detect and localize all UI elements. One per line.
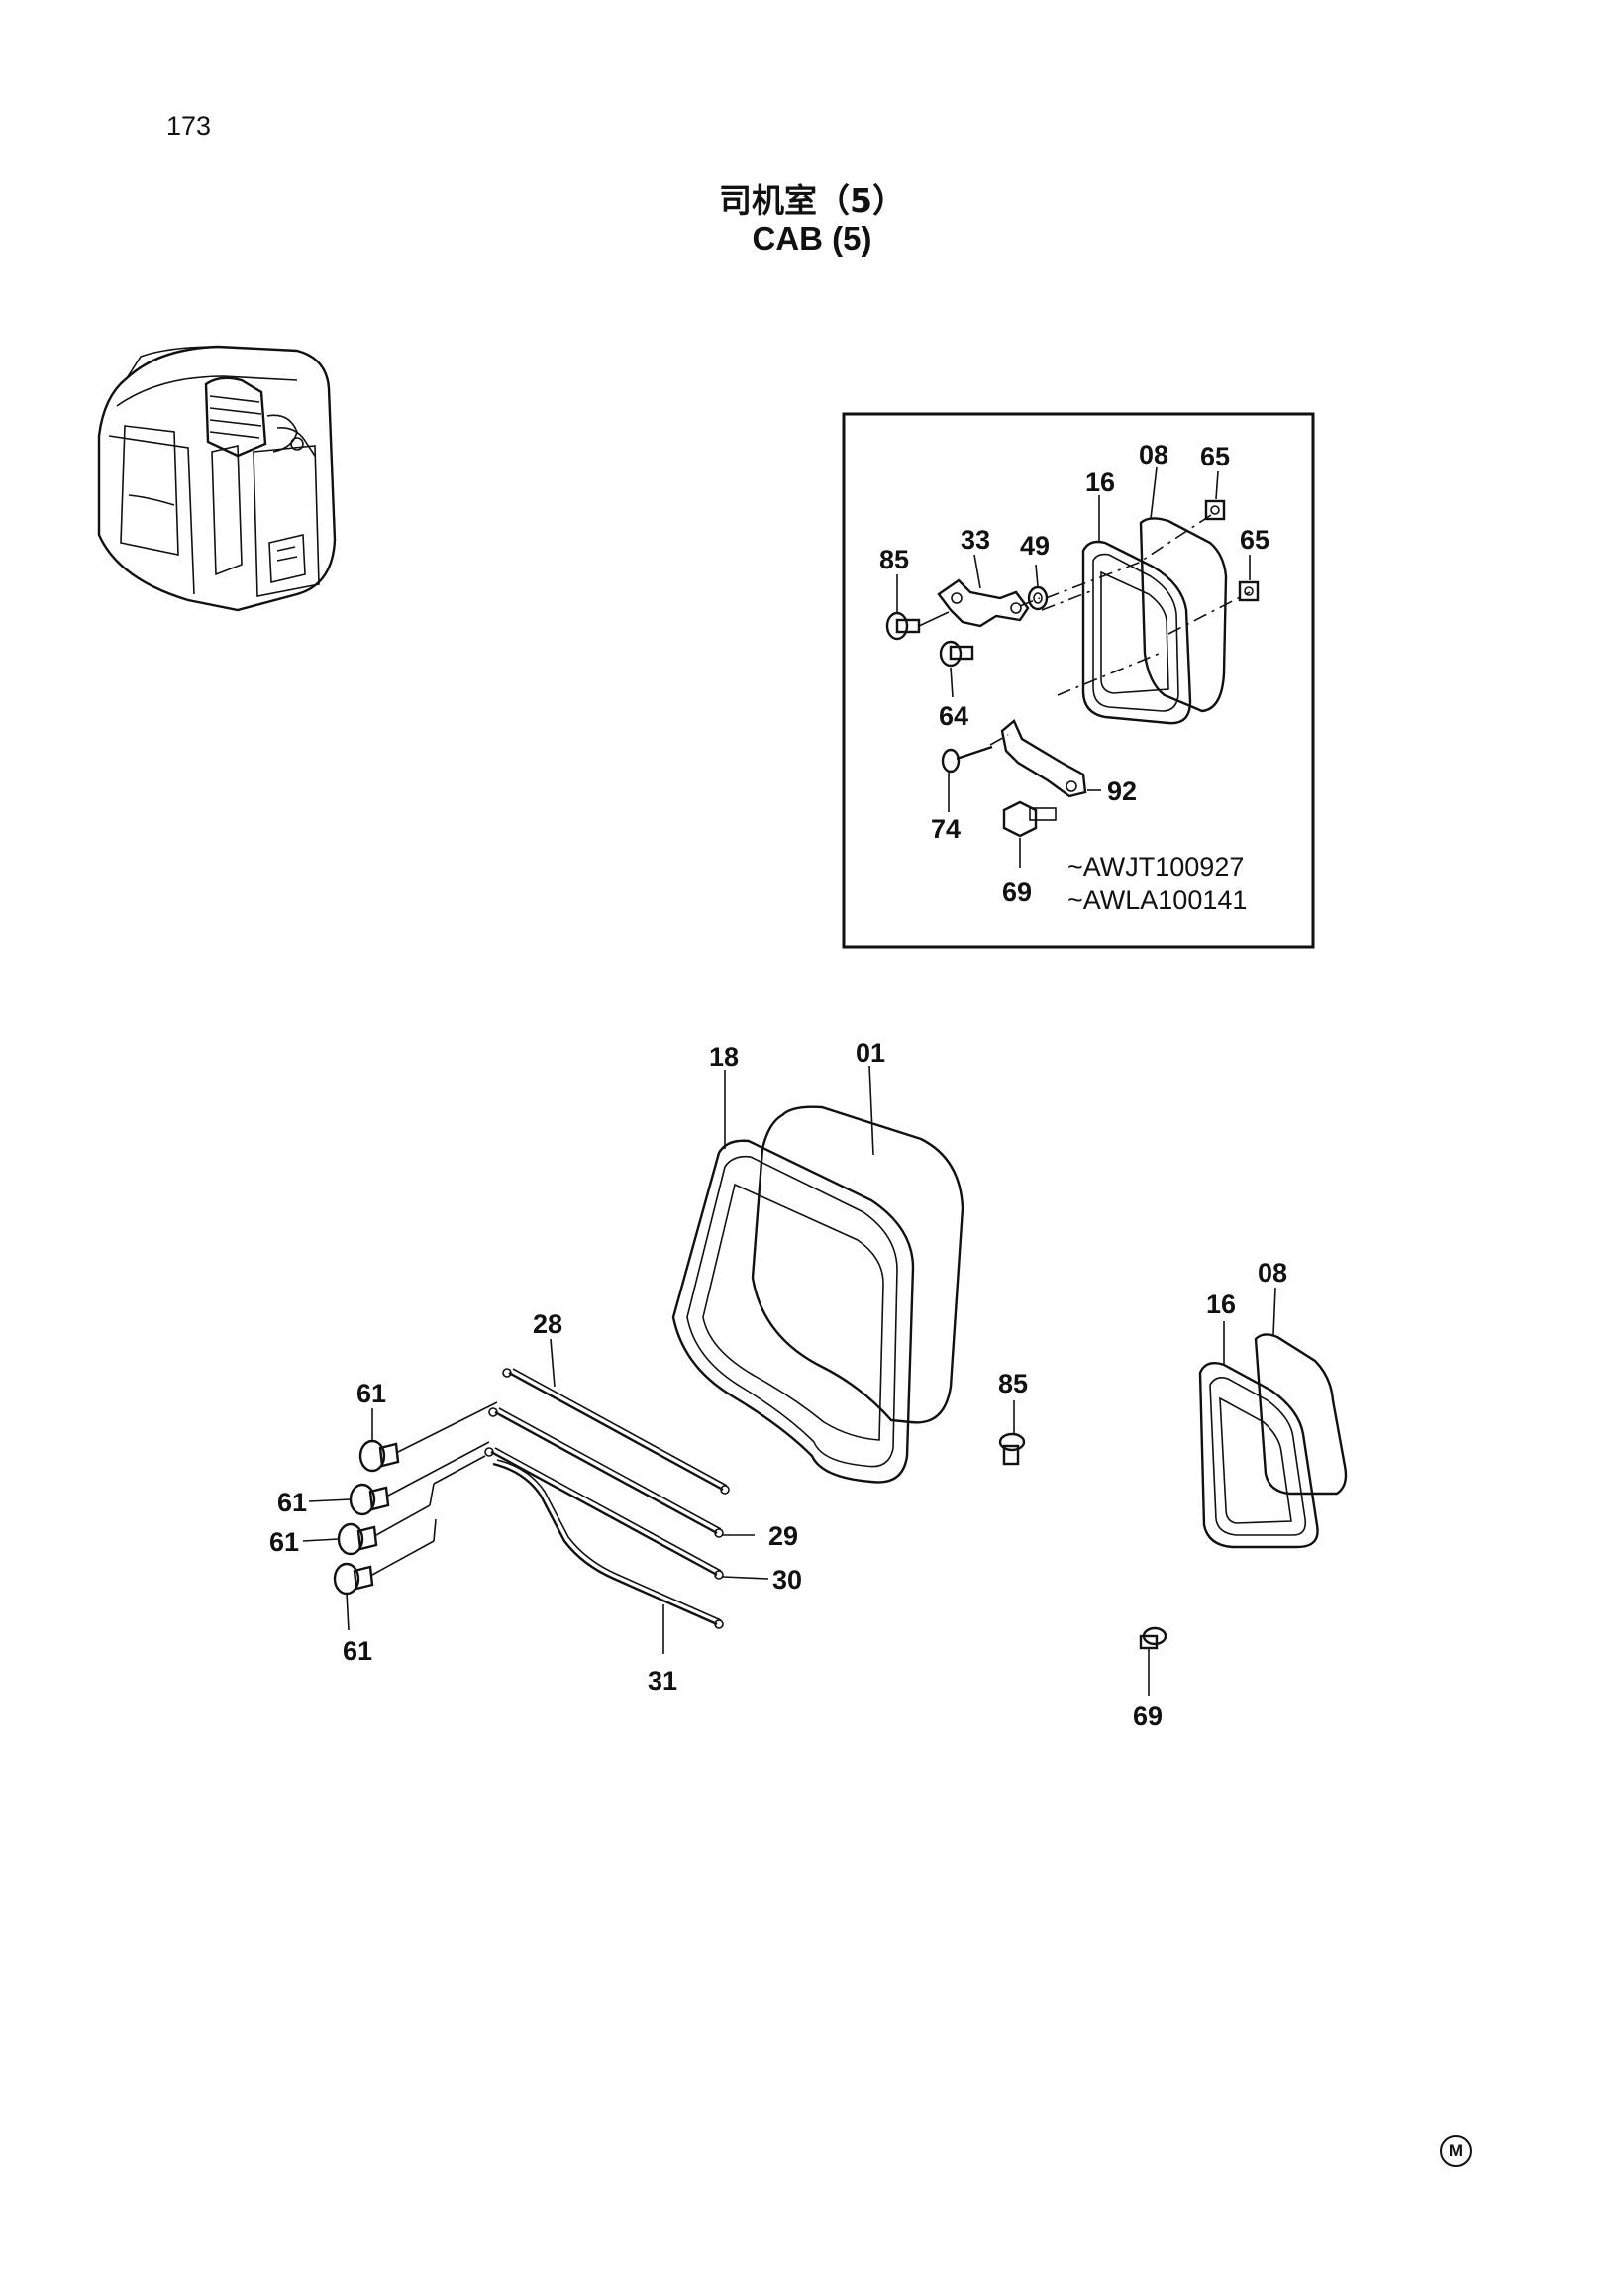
serial-range-awjt: ~AWJT100927 — [1067, 852, 1244, 881]
part-08-side-panel — [1254, 1333, 1348, 1496]
callout-61-third: 61 — [269, 1527, 299, 1557]
callout-69: 69 — [1133, 1702, 1163, 1731]
page-number: 173 — [166, 111, 212, 141]
inset-part-65-nut-lower — [1238, 580, 1260, 602]
inset-callout-85: 85 — [879, 545, 909, 574]
inset-part-65-nut-upper — [1204, 499, 1226, 521]
callout-61-bottom: 61 — [343, 1636, 372, 1666]
inset-callout-69: 69 — [1002, 878, 1032, 907]
part-61-bolt-2 — [349, 1441, 490, 1516]
inset-part-85-bolt — [885, 611, 950, 641]
inset-callout-65-lower: 65 — [1240, 525, 1269, 555]
part-30-rod — [484, 1447, 724, 1580]
inset-callout-65-upper: 65 — [1200, 442, 1230, 471]
callout-08: 08 — [1258, 1258, 1287, 1288]
cab-locator-illustration — [97, 345, 337, 612]
callout-85: 85 — [998, 1369, 1028, 1398]
inset-part-69-bolt — [1002, 800, 1057, 838]
callout-31: 31 — [648, 1666, 677, 1696]
inset-part-49-washer — [1027, 585, 1049, 611]
part-69-bolt — [1139, 1626, 1167, 1650]
callout-61-top: 61 — [356, 1379, 386, 1408]
page-title-english: CAB (5) — [752, 220, 872, 257]
callout-29: 29 — [768, 1521, 798, 1551]
inset-callout-92: 92 — [1107, 776, 1137, 806]
part-18-window-seal — [671, 1139, 915, 1484]
page-title-chinese: 司机室（5） — [719, 181, 905, 220]
part-85-bolt — [998, 1432, 1026, 1466]
inset-part-08-panel — [1139, 517, 1228, 713]
callout-28: 28 — [533, 1309, 562, 1339]
inset-callout-33: 33 — [961, 525, 990, 555]
part-31-rod — [492, 1459, 724, 1629]
inset-callout-16: 16 — [1085, 467, 1115, 497]
inset-part-64-bolt — [939, 640, 974, 668]
callout-61-second: 61 — [277, 1488, 307, 1517]
callout-16: 16 — [1206, 1290, 1236, 1319]
inset-part-92-bracket — [1000, 719, 1087, 798]
inset-part-33-bracket — [937, 578, 1030, 628]
inset-part-74-screw — [941, 745, 993, 774]
part-28-rod — [502, 1368, 730, 1495]
callout-01: 01 — [856, 1038, 885, 1068]
inset-callout-08: 08 — [1139, 440, 1168, 469]
inset-detail-box: 85 33 49 16 08 65 65 64 74 92 69 ~AWJT10… — [842, 412, 1315, 949]
inset-callout-49: 49 — [1020, 531, 1050, 561]
part-29-rod — [488, 1407, 724, 1538]
serial-range-awla: ~AWLA100141 — [1067, 885, 1247, 915]
inset-callout-64: 64 — [939, 701, 968, 731]
part-16-side-seal — [1198, 1362, 1319, 1549]
part-61-bolt-3 — [337, 1455, 486, 1556]
callout-18: 18 — [709, 1042, 739, 1072]
main-exploded-view: 18 01 28 61 61 61 61 29 30 31 85 16 08 6… — [269, 1038, 1348, 1731]
catalog-mark: M — [1440, 2135, 1472, 2167]
callout-30: 30 — [772, 1565, 802, 1595]
part-01-glass — [751, 1105, 964, 1424]
inset-callout-74: 74 — [931, 814, 961, 844]
